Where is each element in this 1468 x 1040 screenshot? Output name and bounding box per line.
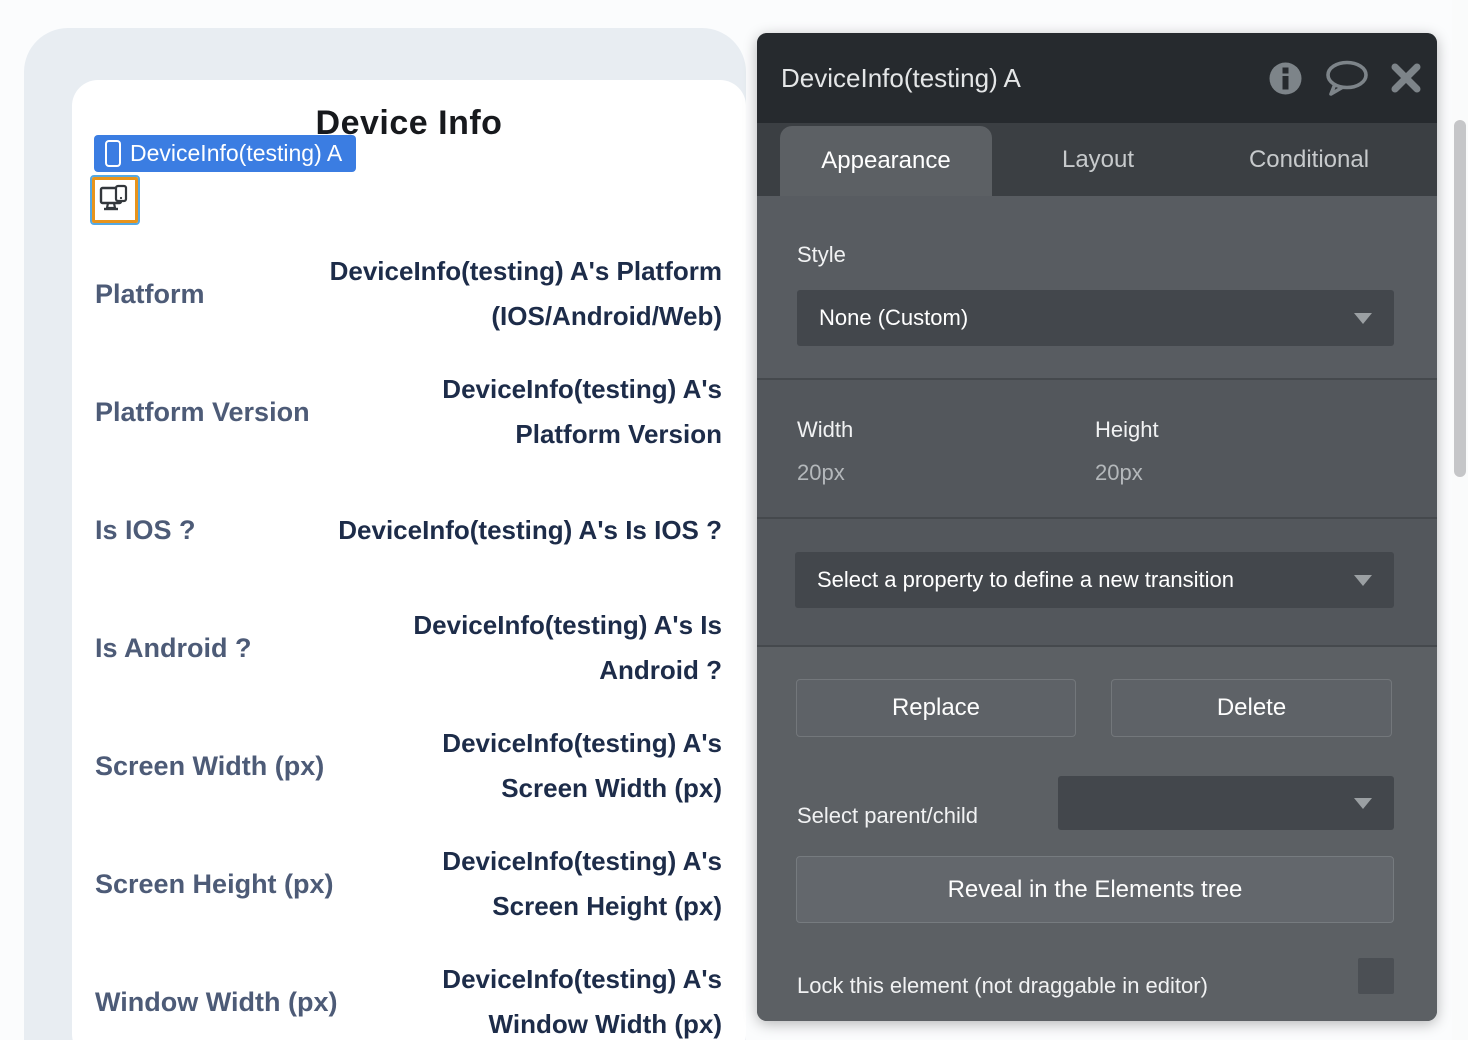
row-value: DeviceInfo(testing) A's Platform (IOS/An… [329,256,722,331]
actions-section: Replace Delete Select parent/child Revea… [757,645,1437,1021]
row-value: DeviceInfo(testing) A's Screen Width (px… [442,728,722,803]
row-label: Is IOS ? [95,514,196,545]
chat-icon[interactable] [1325,60,1369,96]
tab-conditional[interactable]: Conditional [1248,145,1370,173]
lock-element-label: Lock this element (not draggable in edit… [797,973,1208,998]
close-icon[interactable] [1391,63,1421,93]
info-icon[interactable] [1268,61,1303,96]
style-section: Style None (Custom) [757,196,1437,378]
row-label: Window Width (px) [95,986,338,1017]
table-row: Window Width (px) DeviceInfo(testing) A'… [72,943,746,1040]
row-label: Screen Width (px) [95,750,325,781]
row-value: DeviceInfo(testing) A's Screen Height (p… [442,846,722,921]
width-value: 20px [797,460,845,485]
style-dropdown[interactable]: None (Custom) [797,290,1394,346]
chevron-down-icon [1354,574,1372,586]
phone-icon [105,140,121,167]
inspector-title: DeviceInfo(testing) A [781,62,1021,93]
parent-child-dropdown[interactable] [1058,776,1394,830]
table-row: Is Android ? DeviceInfo(testing) A's Is … [72,589,746,707]
chevron-down-icon [1354,797,1372,809]
height-value: 20px [1095,460,1143,485]
device-info-card: Device Info DeviceInfo(testing) A Platfo… [72,80,746,1040]
width-label: Width [797,417,854,442]
row-value: DeviceInfo(testing) A's Platform Version [442,374,722,449]
tab-appearance[interactable]: Appearance [780,126,992,196]
inspector-tabbar: Appearance Layout Conditional [757,123,1437,196]
row-label: Is Android ? [95,632,252,663]
table-row: Platform Version DeviceInfo(testing) A's… [72,353,746,471]
device-info-icon [99,184,128,211]
lock-element-checkbox[interactable] [1358,958,1394,994]
chevron-down-icon [1354,312,1372,324]
page-canvas: Device Info DeviceInfo(testing) A Platfo… [24,28,746,1040]
size-section: Width 20px Height 20px [757,378,1437,517]
style-dropdown-value: None (Custom) [819,305,969,330]
replace-button[interactable]: Replace [796,679,1076,737]
table-row: Platform DeviceInfo(testing) A's Platfor… [72,235,746,353]
row-label: Platform Version [95,396,310,427]
table-row: Is IOS ? DeviceInfo(testing) A's Is IOS … [72,471,746,589]
row-value: DeviceInfo(testing) A's Is IOS ? [338,514,722,545]
row-value: DeviceInfo(testing) A's Window Width (px… [442,964,722,1039]
selected-element-box[interactable] [90,175,140,225]
row-label: Platform [95,278,205,309]
reveal-elements-tree-button[interactable]: Reveal in the Elements tree [796,856,1394,923]
selected-element-badge[interactable]: DeviceInfo(testing) A [94,135,357,172]
transition-dropdown[interactable]: Select a property to define a new transi… [795,552,1394,608]
delete-button[interactable]: Delete [1111,679,1392,737]
row-label: Screen Height (px) [95,868,334,899]
device-info-rows: Platform DeviceInfo(testing) A's Platfor… [72,235,746,1040]
scrollbar-thumb[interactable] [1454,120,1466,477]
scrollbar-track[interactable] [1452,0,1468,1040]
parent-child-label: Select parent/child [797,803,978,828]
table-row: Screen Width (px) DeviceInfo(testing) A'… [72,707,746,825]
transition-section: Select a property to define a new transi… [757,517,1437,645]
property-inspector-panel: DeviceInfo(testing) A Appearance Layout … [757,33,1437,1021]
style-label: Style [797,242,846,267]
table-row: Screen Height (px) DeviceInfo(testing) A… [72,825,746,943]
selected-element-badge-label: DeviceInfo(testing) A [130,140,343,166]
height-label: Height [1095,417,1159,442]
tab-layout[interactable]: Layout [1061,145,1135,173]
transition-dropdown-placeholder: Select a property to define a new transi… [817,567,1235,592]
row-value: DeviceInfo(testing) A's Is Android ? [413,610,722,685]
inspector-header[interactable]: DeviceInfo(testing) A [757,33,1437,123]
